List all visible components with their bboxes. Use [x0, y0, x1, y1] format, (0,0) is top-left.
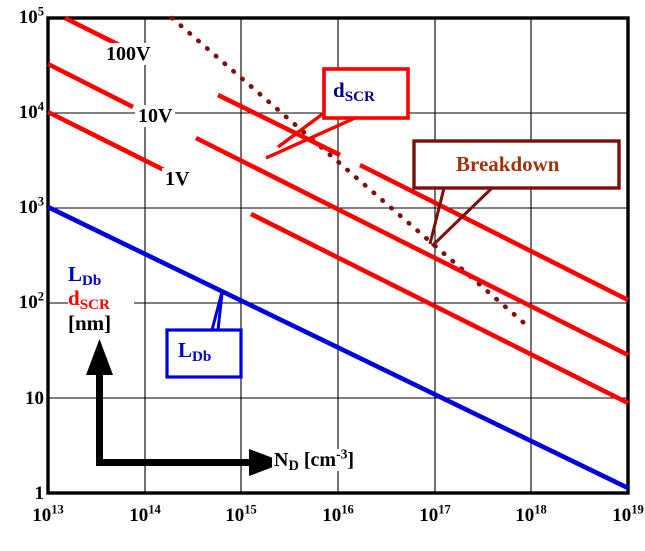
y-tick-label: 104	[18, 99, 44, 123]
y-tick-label: 1	[34, 483, 45, 504]
callout-dscr-leader-2	[265, 116, 356, 160]
curve-dscr-100v-seg2	[216, 92, 342, 158]
y-axis-label-dscr: dSCR	[68, 286, 110, 314]
y-tick-label: 105	[18, 4, 44, 28]
callout-breakdown-leader-2	[430, 186, 494, 248]
x-tick-label: 1013	[32, 502, 64, 526]
y-axis-label: LDb dSCR [nm]	[68, 262, 134, 336]
curve-dscr-1v	[46, 109, 630, 406]
y-tick-label: 10	[25, 388, 44, 409]
callout-dscr-box	[322, 67, 410, 120]
curve-dscr-10v	[46, 61, 630, 358]
callout-dscr-leader-1	[276, 111, 326, 149]
curve-ldb	[46, 204, 630, 491]
y-tick-label: 102	[18, 289, 44, 313]
callout-dscr[interactable]	[265, 67, 410, 160]
y-axis-label-units: [nm]	[68, 310, 112, 335]
curve-ldb-seg	[46, 204, 630, 491]
curve-dscr-100v-seg3	[358, 162, 630, 303]
curve-dscr-1v-seg2	[249, 211, 630, 406]
curve-dscr-1v-seg1	[46, 109, 180, 180]
x-tick-label: 1017	[419, 502, 451, 526]
x-tick-label: 1019	[612, 502, 644, 526]
callout-breakdown[interactable]	[412, 139, 621, 248]
callout-ldb[interactable]	[165, 291, 243, 379]
plot-frame	[46, 16, 630, 495]
curve-dscr-10v-seg1	[46, 61, 135, 110]
callout-ldb-label: LDb	[178, 338, 212, 365]
y-arrow-shaft	[96, 372, 103, 466]
x-tick-label: 1018	[515, 502, 547, 526]
curve-dscr-10v-seg2	[194, 135, 630, 358]
series-label-10v: 10V	[135, 105, 176, 127]
x-tick-label: 1016	[322, 502, 354, 526]
series-label-100v: 100V	[103, 43, 154, 65]
x-axis-label: ND [cm-3]	[272, 446, 357, 474]
x-arrow-head	[249, 449, 285, 476]
callout-breakdown-box	[412, 139, 621, 190]
callout-ldb-box	[165, 328, 243, 379]
x-arrow-shaft	[96, 459, 254, 466]
callout-breakdown-label: Breakdown	[456, 152, 560, 176]
y-tick-label: 103	[18, 194, 44, 218]
y-arrow-head	[86, 339, 113, 375]
callout-dscr-label: dSCR	[333, 78, 375, 105]
x-tick-label: 1014	[129, 502, 161, 526]
x-tick-label: 1015	[225, 502, 257, 526]
y-axis-label-ldb: LDb	[68, 262, 102, 289]
callout-ldb-leader-2	[216, 293, 224, 331]
series-label-1v: 1V	[162, 168, 193, 190]
callout-breakdown-leader-1	[428, 187, 446, 245]
axis-direction-arrows	[86, 339, 285, 476]
